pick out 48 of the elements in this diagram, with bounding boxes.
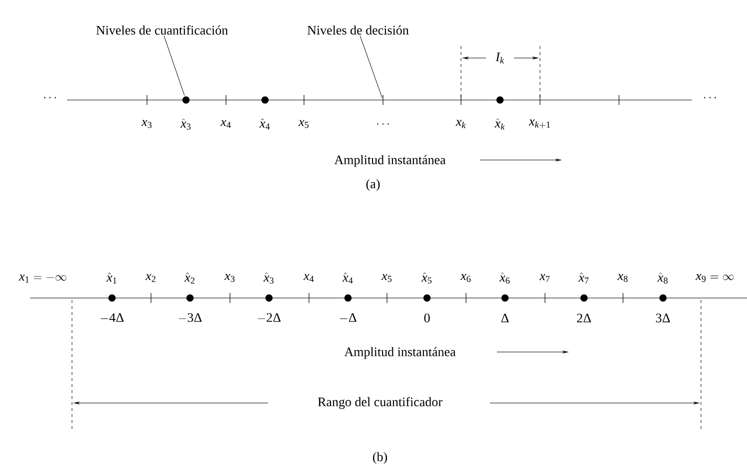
value-label: $-4\Delta$ [100,313,124,322]
value-label: $\Delta$ [501,314,509,322]
interval-label: $I_k$ [496,52,504,64]
range-label: Rango del cuantificador [318,397,442,409]
axis-label: $x_4$ [303,274,314,282]
quantization-dot [182,96,190,104]
axis-label: $\hat{x}_k$ [494,118,505,130]
value-label: $3\Delta$ [656,314,670,322]
axis-label: $x_9 = \infty$ [696,274,734,282]
panel-label: (b) [373,452,388,464]
axis-label: $\hat{x}_3$ [263,272,274,284]
axis-label: $\hat{x}_5$ [421,272,432,284]
axis-label: $x_7$ [539,274,550,282]
axis-label: $\hat{x}_4$ [342,272,353,284]
axis-label: $x_1 = -\infty$ [18,274,66,282]
text-label: Niveles de cuantificación [96,25,228,35]
leader-line [360,36,382,98]
leader-line [164,36,185,96]
value-label: $0$ [424,314,430,322]
text-label: Niveles de decisión [307,25,409,35]
axis-caption: Amplitud instantánea [334,155,446,167]
panel-label: (a) [366,179,380,191]
axis-label: $\dots$ [377,123,389,125]
axis-label: $x_5$ [381,274,392,282]
axis-label: $\hat{x}_7$ [578,272,589,284]
ellipsis: $\cdots$ [44,97,56,98]
axis-label: $x_2$ [145,274,156,282]
axis-label: $x_3$ [141,120,152,128]
ellipsis: $\cdots$ [704,97,716,98]
tick-mark [382,95,384,105]
axis-label: $x_6$ [460,274,471,282]
axis-label: $x_{k+1}$ [528,120,550,128]
axis-label: $x_3$ [224,274,235,282]
value-label: $2\Delta$ [577,314,591,322]
axis-label: $\hat{x}_8$ [657,272,668,284]
value-label: $-3\Delta$ [178,313,202,322]
axis-label: $\hat{x}_2$ [184,272,194,284]
axis-label: $x_k$ [456,120,466,128]
axis-label: $\hat{x}_1$ [106,272,116,284]
axis-label: $x_5$ [298,120,309,128]
axis-label: $\hat{x}_6$ [499,272,510,284]
axis-label: $\hat{x}_3$ [180,118,191,130]
axis-label: $x_4$ [220,120,231,128]
value-label: $-2\Delta$ [258,313,281,322]
axis-label: $x_8$ [617,274,628,282]
axis-label: $\hat{x}_4$ [259,118,270,130]
value-label: $-\Delta$ [340,313,356,322]
axis-caption: Amplitud instantánea [344,347,456,359]
